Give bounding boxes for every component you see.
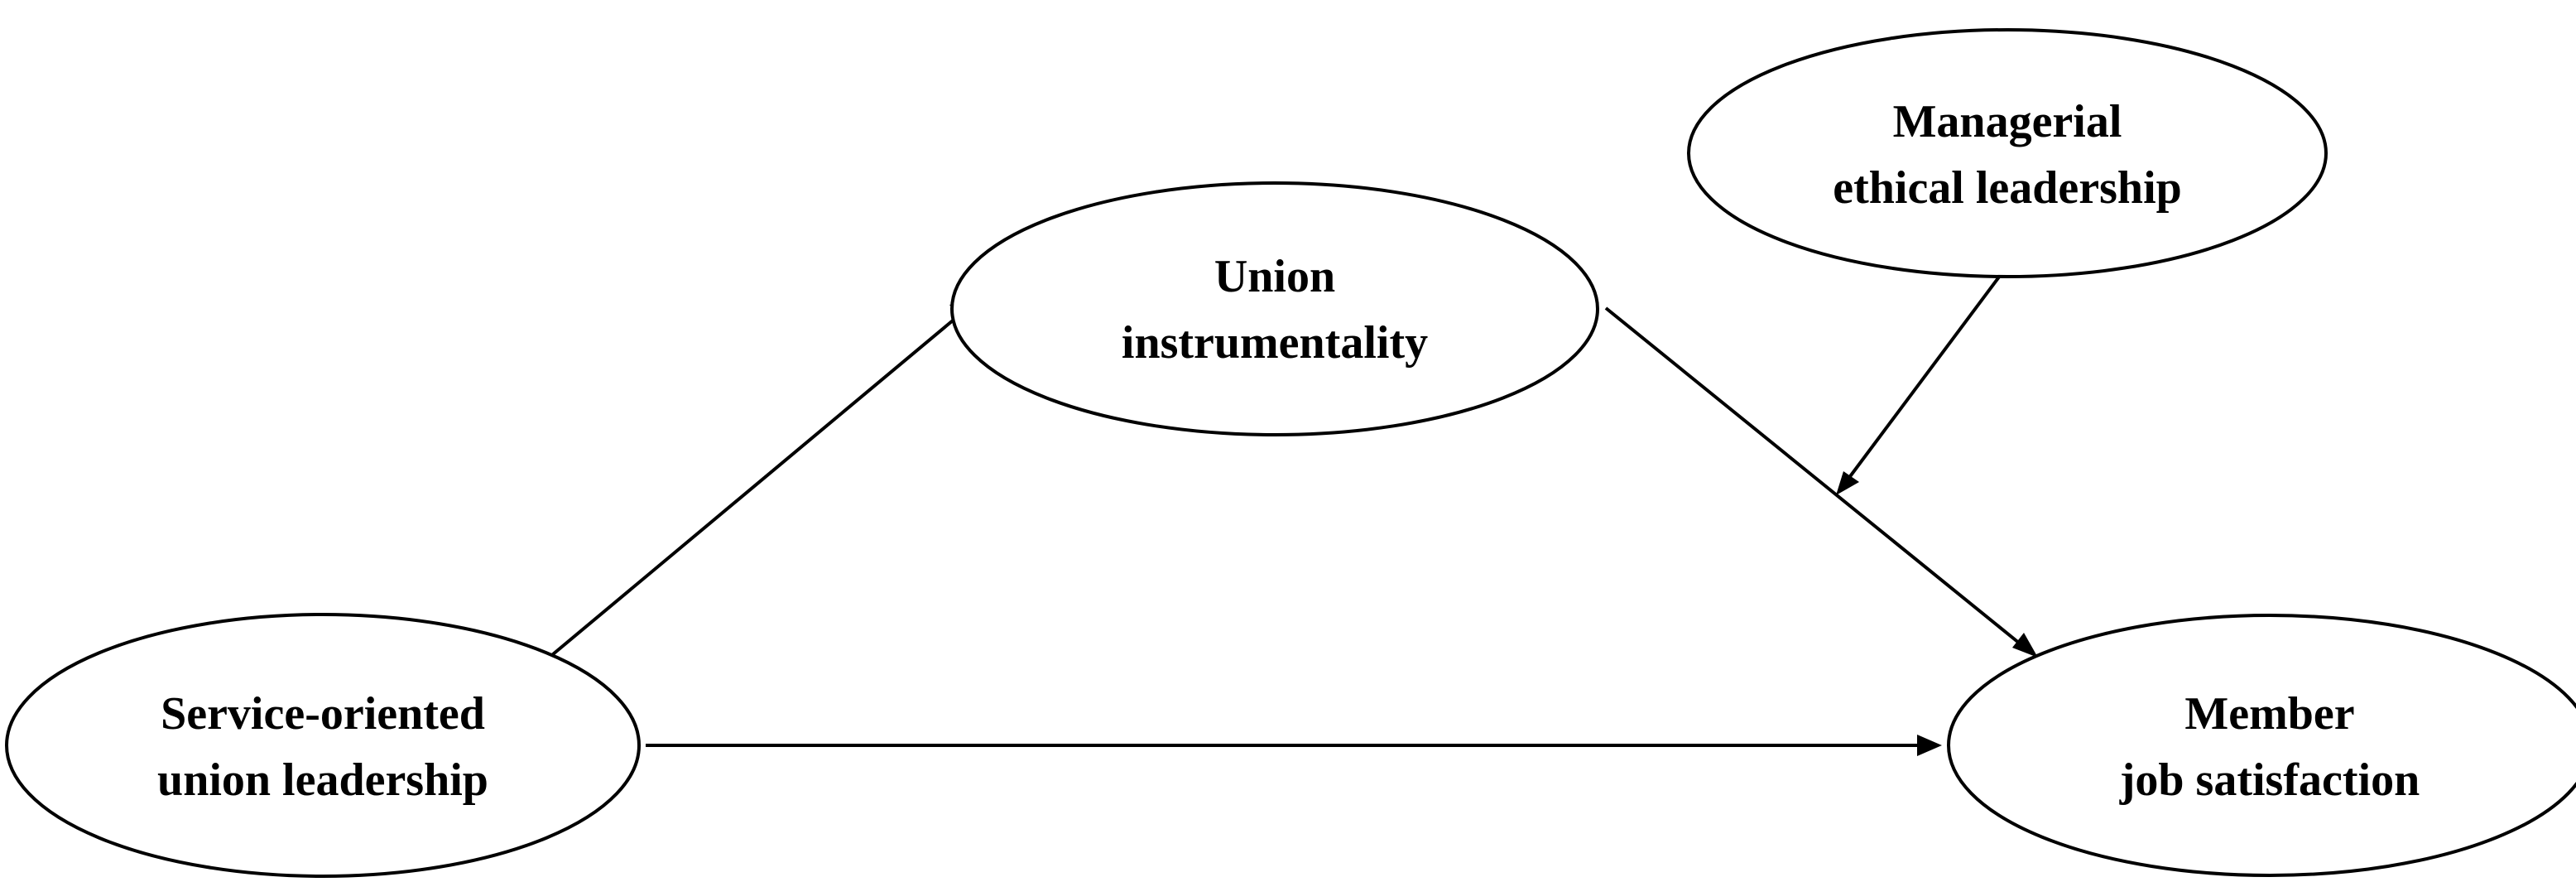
node-ellipse <box>5 613 641 878</box>
node-label-line1: Union <box>1214 251 1335 302</box>
node-member-job-satisfaction: Member job satisfaction <box>1947 614 2576 877</box>
arrowhead-instrumentality-to-satisfaction <box>2012 633 2038 658</box>
edges <box>546 274 2038 756</box>
node-label-line1: Service-oriented <box>161 688 485 740</box>
arrowhead-service-to-satisfaction <box>1917 735 1942 756</box>
arrowhead-moderation <box>1836 471 1859 495</box>
node-label-line2: ethical leadership <box>1833 162 2182 214</box>
node-label-line2: instrumentality <box>1122 317 1428 369</box>
node-ellipse <box>1947 614 2576 877</box>
node-service-oriented-union-leadership: Service-oriented union leadership <box>5 613 641 878</box>
edge-moderation <box>1847 274 2002 480</box>
node-label-line1: Member <box>2184 688 2354 740</box>
node-label-line2: job satisfaction <box>2119 754 2420 806</box>
node-ellipse <box>950 181 1599 436</box>
node-label-line1: Managerial <box>1893 96 2122 147</box>
node-ellipse <box>1687 28 2328 278</box>
node-label-line2: union leadership <box>157 754 488 806</box>
edge-instrumentality-to-satisfaction <box>1604 306 2021 645</box>
node-managerial-ethical-leadership: Managerial ethical leadership <box>1687 28 2328 278</box>
edge-service-to-instrumentality <box>546 311 964 660</box>
node-union-instrumentality: Union instrumentality <box>950 181 1599 436</box>
